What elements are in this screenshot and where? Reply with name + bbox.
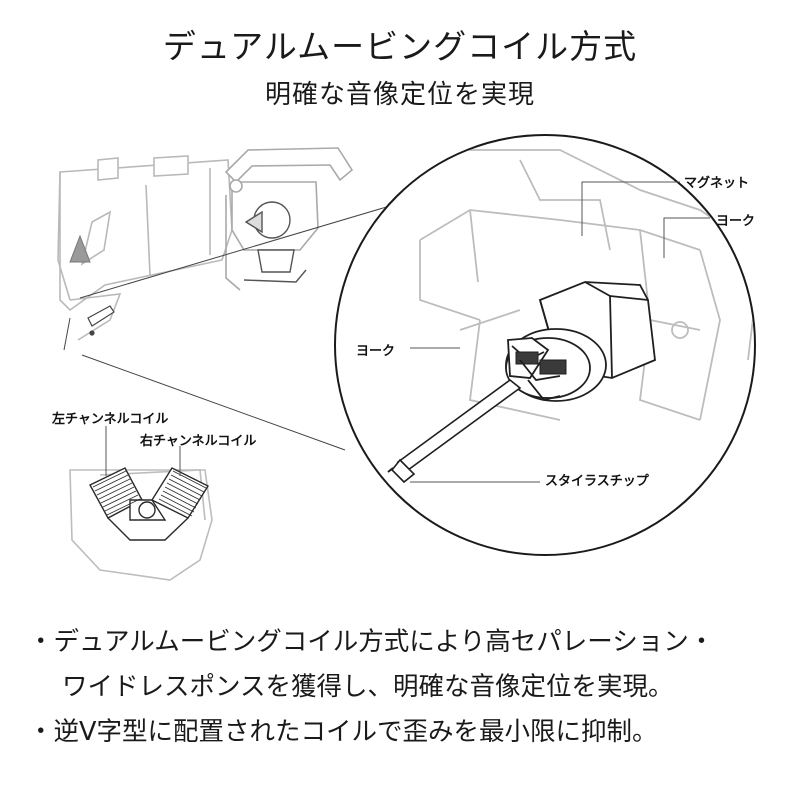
right-coil-label: 右チャンネルコイル xyxy=(140,434,257,449)
left-coil-label: 左チャンネルコイル xyxy=(52,412,169,427)
small-stylus xyxy=(87,305,115,336)
coil-assembly xyxy=(505,281,656,402)
right-coil-winding xyxy=(158,470,207,517)
headshell xyxy=(224,147,354,251)
page-title: デュアルムービングコイル方式 xyxy=(162,27,638,66)
yoke-label-right: ヨーク xyxy=(716,214,756,229)
page-subtitle: 明確な音像定位を実現 xyxy=(264,80,535,110)
feature-item-1-line-1: ・デュアルムービングコイル方式により高セパレーション・ xyxy=(28,627,715,657)
brand-logo-icon xyxy=(69,234,91,263)
feature-item-1-line-2: ワイドレスポンスを獲得し、明確な音像定位を実現。 xyxy=(62,672,674,702)
stylus-tip-label: スタイラスチップ xyxy=(545,474,649,489)
yoke-label-left: ヨーク xyxy=(356,344,396,359)
cartridge-body xyxy=(57,155,233,341)
feature-item-2: ・逆V字型に配置されたコイルで歪みを最小限に抑制。 xyxy=(28,717,658,747)
left-coil-winding xyxy=(92,470,141,516)
coil-inset-core xyxy=(89,467,210,541)
coil-leader-lines xyxy=(105,426,181,476)
headshell-coil-detail xyxy=(243,201,307,283)
cantilever xyxy=(387,378,522,484)
feature-list: ・デュアルムービングコイル方式により高セパレーション・ ワイドレスポンスを獲得し… xyxy=(28,620,788,755)
magnet-label: マグネット xyxy=(684,176,750,191)
leader-lines xyxy=(410,181,710,483)
zoom-lines xyxy=(63,199,411,451)
